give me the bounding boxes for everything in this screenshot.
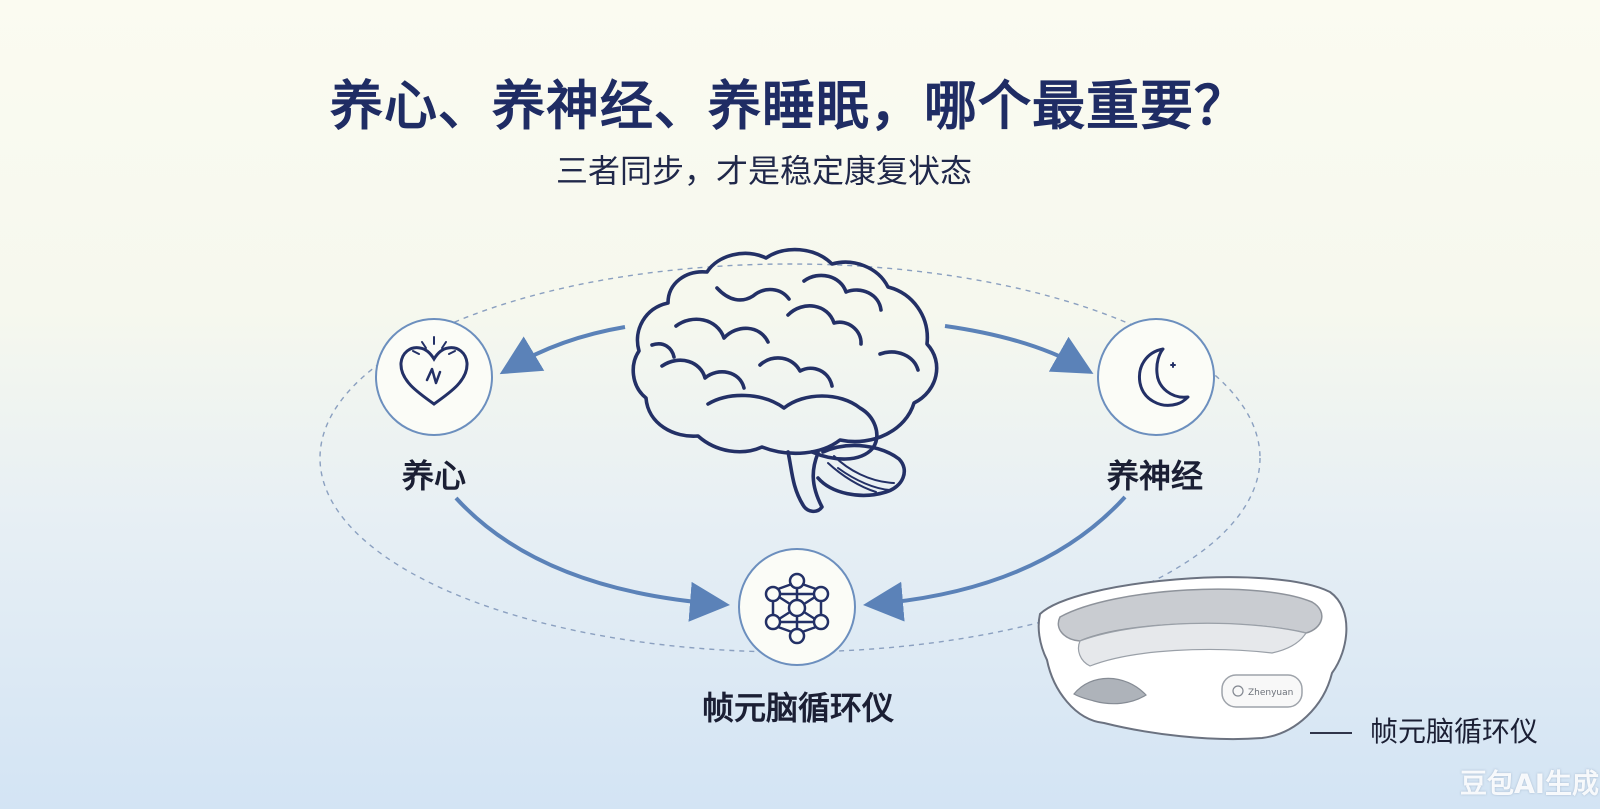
heart-icon — [399, 336, 469, 406]
moon-node — [1097, 318, 1215, 436]
arrow-brain-to-heart — [499, 325, 626, 375]
network-icon — [764, 572, 830, 645]
network-node — [738, 548, 856, 666]
device-button-text: Zhenyuan — [1248, 688, 1293, 698]
moon-icon — [1137, 347, 1190, 407]
arrow-brain-to-nerve — [944, 324, 1094, 374]
nerve-label: 养神经 — [1107, 457, 1204, 495]
callout-line — [1310, 732, 1352, 734]
watermark: 豆包AI生成 — [1460, 769, 1599, 800]
product-callout: 帧元脑循环仪 — [1310, 710, 1538, 750]
product-label: 帧元脑循环仪 — [1370, 715, 1539, 748]
heart-node — [375, 318, 493, 436]
arrow-heart-to-device — [454, 496, 730, 622]
heart-label: 养心 — [402, 457, 467, 495]
page-subtitle: 三者同步，才是稳定康复状态 — [556, 152, 973, 190]
eye-massager-icon: Zhenyuan — [1037, 576, 1348, 741]
device-node-label: 帧元脑循环仪 — [702, 689, 895, 727]
page-title: 养心、养神经、养睡眠，哪个最重要？ — [330, 76, 1248, 137]
arrow-nerve-to-device — [863, 495, 1127, 622]
brain-icon — [631, 247, 939, 514]
